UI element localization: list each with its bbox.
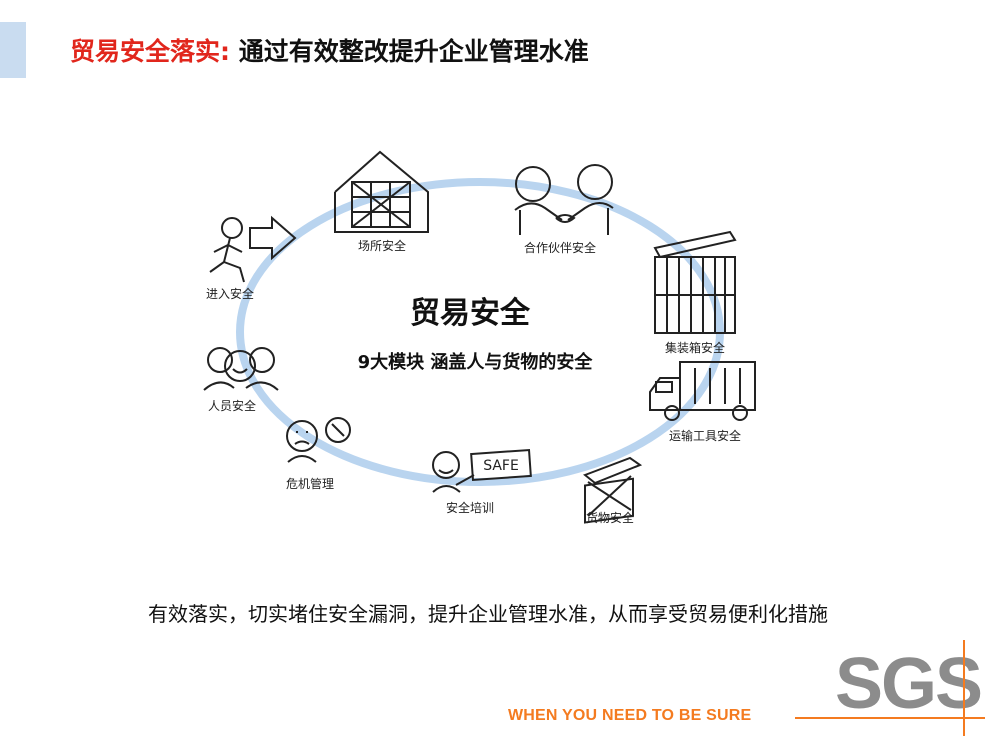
crisis-face-icon <box>286 417 351 463</box>
tagline-rule <box>795 717 985 719</box>
label-site-security: 场所安全 <box>358 238 406 253</box>
handshake-icon <box>514 164 614 235</box>
personnel-icon <box>203 347 279 391</box>
training-icon <box>432 448 532 493</box>
slide-accent-bar <box>0 22 26 78</box>
truck-icon <box>649 361 756 421</box>
sgs-tagline: WHEN YOU NEED TO BE SURE <box>508 707 752 724</box>
label-access-security: 进入安全 <box>206 286 254 301</box>
trade-security-diagram: 贸易安全 9大模块 涵盖人与货物的安全 场所安全 合作伙伴安全 集装箱安全 运输… <box>203 150 756 525</box>
warehouse-icon <box>334 150 429 233</box>
title-main: 通过有效整改提升企业管理水准 <box>238 37 589 66</box>
cargo-box-icon <box>583 456 643 524</box>
sgs-logo: SGS <box>835 644 983 724</box>
container-icon <box>653 230 737 334</box>
center-title: 贸易安全 <box>410 296 531 331</box>
label-crisis-management: 危机管理 <box>286 476 334 491</box>
slide-caption: 有效落实，切实堵住安全漏洞，提升企业管理水准，从而享受贸易便利化措施 <box>148 602 828 626</box>
safe-sign-text: SAFE <box>483 458 519 474</box>
label-transport-security: 运输工具安全 <box>669 428 741 443</box>
label-personnel-security: 人员安全 <box>208 398 256 413</box>
label-training: 安全培训 <box>446 500 494 515</box>
label-partner-security: 合作伙伴安全 <box>524 240 596 255</box>
title-highlight: 贸易安全落实: <box>70 37 230 66</box>
access-runner-icon <box>209 215 297 283</box>
logo-accent-line <box>963 640 965 736</box>
center-subtitle: 9大模块 涵盖人与货物的安全 <box>358 351 594 373</box>
page-title: 贸易安全落实: 通过有效整改提升企业管理水准 <box>70 32 589 68</box>
label-cargo-security: 货物安全 <box>586 510 634 525</box>
module-ring <box>236 178 724 486</box>
label-container-security: 集装箱安全 <box>665 340 725 355</box>
